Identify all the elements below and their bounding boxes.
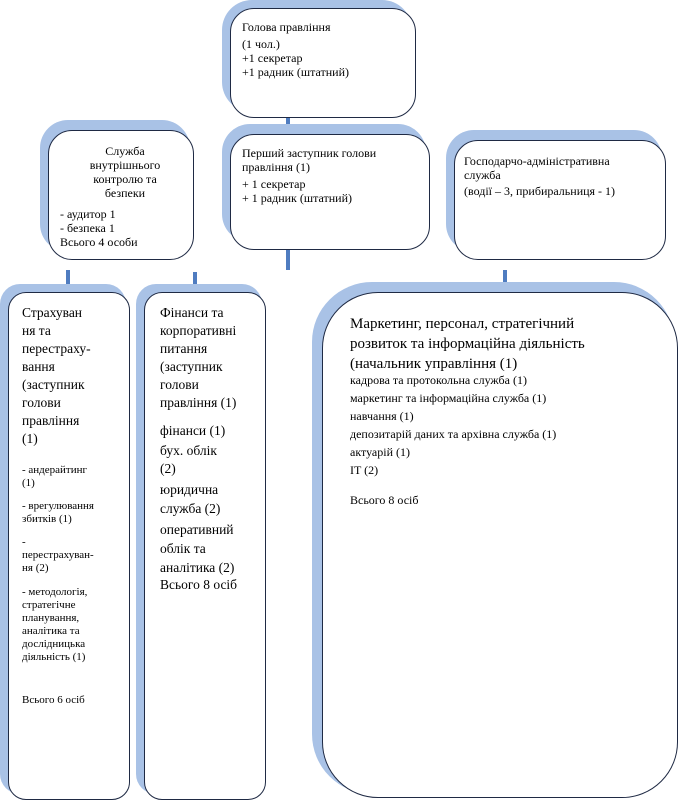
finance-line-2: юридична служба (2) [160, 482, 221, 516]
finance-line-0: фінанси (1) [160, 423, 226, 438]
internal-control-line-2: Всього 4 особи [60, 235, 138, 249]
connector-finance-up [193, 272, 197, 292]
admin-box: Господарчо-адміністративна служба (водії… [446, 130, 668, 262]
admin-title: Господарчо-адміністративна служба [464, 154, 610, 182]
insurance-box: Страхуван ня та перестраху- вання (засту… [0, 284, 132, 800]
internal-control-box: Служба внутрішнього контролю та безпеки … [40, 120, 195, 262]
marketing-title: Маркетинг, персонал, стратегічний розвит… [350, 316, 585, 372]
insurance-line-0: - андерайтинг (1) [22, 464, 88, 489]
insurance-line-3: - методологія, стратегічне планування, а… [22, 586, 88, 663]
insurance-title: Страхуван ня та перестраху- вання (засту… [22, 305, 91, 446]
insurance-line-2: - перестрахуван- ня (2) [22, 536, 94, 574]
marketing-box: Маркетинг, персонал, стратегічний розвит… [312, 282, 680, 800]
finance-line-4: Всього 8 осіб [160, 577, 238, 592]
finance-box: Фінанси та корпоративні питання (заступн… [136, 284, 268, 800]
insurance-line-5: Всього 6 осіб [22, 694, 85, 706]
marketing-line-7: Всього 8 осіб [350, 493, 419, 507]
marketing-line-2: навчання (1) [350, 409, 414, 423]
finance-line-1: бух. облік (2) [160, 443, 217, 476]
head-line-0: (1 чол.) [242, 37, 280, 51]
internal-control-line-0: - аудитор 1 [60, 207, 116, 221]
head-title: Голова правління [242, 20, 331, 34]
internal-control-line-1: - безпека 1 [60, 221, 115, 235]
finance-title: Фінанси та корпоративні питання (заступн… [160, 305, 237, 410]
first-deputy-line-0: + 1 секретар [242, 177, 306, 191]
marketing-line-0: кадрова та протокольна служба (1) [350, 373, 527, 387]
internal-control-title: Служба внутрішнього контролю та безпеки [89, 144, 161, 200]
marketing-line-5: IT (2) [350, 463, 379, 477]
marketing-line-1: маркетинг та інформаційна служба (1) [350, 391, 547, 405]
finance-line-3: оперативний облік та аналітика (2) [160, 522, 235, 575]
marketing-line-3: депозитарій даних та архівна служба (1) [350, 427, 557, 441]
admin-line-0: (водії – 3, прибиральниця - 1) [464, 184, 616, 198]
head-box: Голова правління (1 чол.) +1 секретар +1… [222, 0, 418, 120]
head-line-2: +1 радник (штатний) [242, 65, 350, 79]
head-line-1: +1 секретар [242, 51, 303, 65]
first-deputy-line-1: + 1 радник (штатний) [242, 191, 353, 205]
first-deputy-box: Перший заступник голови правління (1) + … [222, 124, 432, 252]
marketing-line-4: актуарій (1) [350, 445, 410, 459]
connector-deputy-down [286, 250, 290, 270]
insurance-line-1: - врегулювання збитків (1) [22, 500, 94, 525]
connector-control-down [66, 270, 70, 292]
connector-admin-down [503, 270, 507, 292]
first-deputy-title: Перший заступник голови правління (1) [242, 146, 377, 174]
